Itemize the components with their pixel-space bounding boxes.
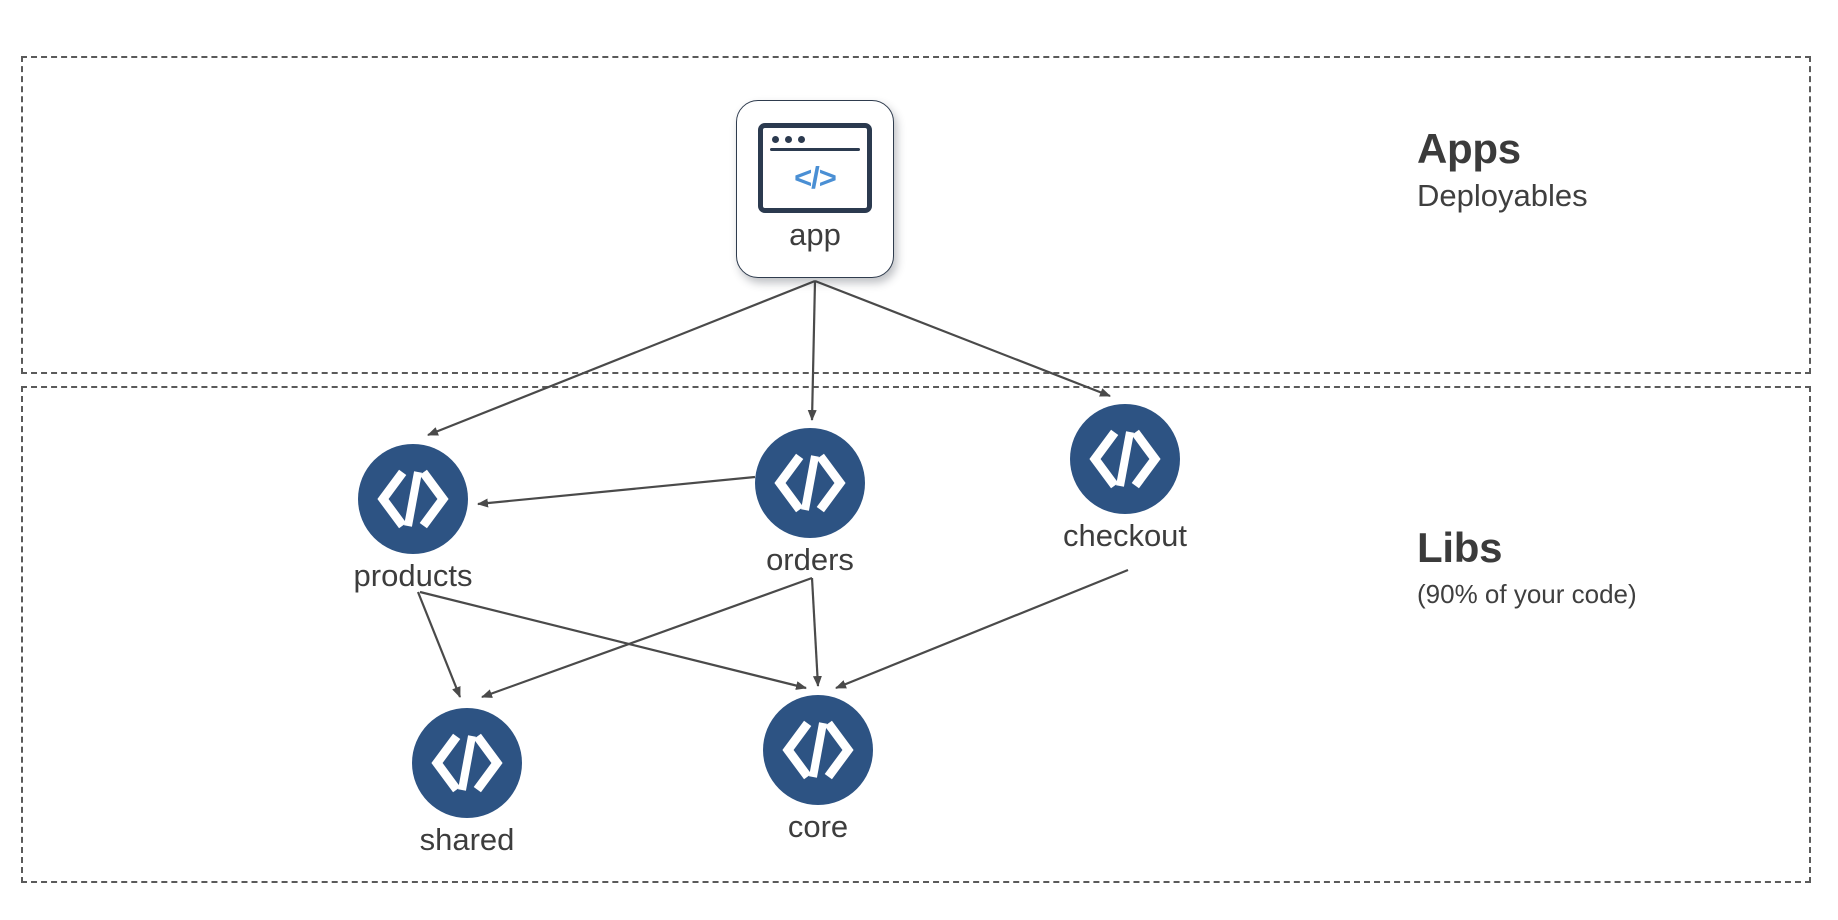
node-shared[interactable]: shared [412, 708, 522, 855]
node-app[interactable]: </> app [736, 100, 894, 278]
code-brackets-icon [763, 695, 873, 805]
node-label-shared: shared [419, 822, 515, 857]
node-label-orders: orders [766, 542, 854, 577]
node-label-app: app [789, 217, 841, 252]
code-glyph: </> [794, 160, 837, 195]
zone-caption-apps: Apps Deployables [1417, 125, 1588, 216]
browser-dot-2 [785, 136, 792, 143]
code-brackets-icon [358, 444, 468, 554]
zone-title-libs: Libs [1417, 524, 1503, 571]
browser-dot-1 [772, 136, 779, 143]
node-checkout[interactable]: checkout [1063, 404, 1187, 551]
code-brackets-icon [1070, 404, 1180, 514]
node-label-products: products [353, 558, 473, 593]
code-brackets-icon [412, 708, 522, 818]
browser-dot-3 [798, 136, 805, 143]
zone-subtitle-libs: (90% of your code) [1417, 579, 1637, 610]
browser-titlebar-rule [770, 148, 860, 151]
node-label-core: core [787, 809, 849, 844]
browser-code-icon: </> [758, 123, 872, 213]
node-products[interactable]: products [354, 444, 472, 591]
zone-subtitle-apps: Deployables [1417, 178, 1588, 214]
zone-box-libs [21, 386, 1811, 883]
code-brackets-icon [755, 428, 865, 538]
zone-title-apps: Apps [1417, 125, 1521, 172]
zone-caption-libs: Libs (90% of your code) [1417, 524, 1637, 611]
node-label-checkout: checkout [1062, 518, 1188, 553]
browser-titlebar-dots [763, 128, 867, 143]
node-orders[interactable]: orders [755, 428, 865, 575]
node-core[interactable]: core [763, 695, 873, 842]
